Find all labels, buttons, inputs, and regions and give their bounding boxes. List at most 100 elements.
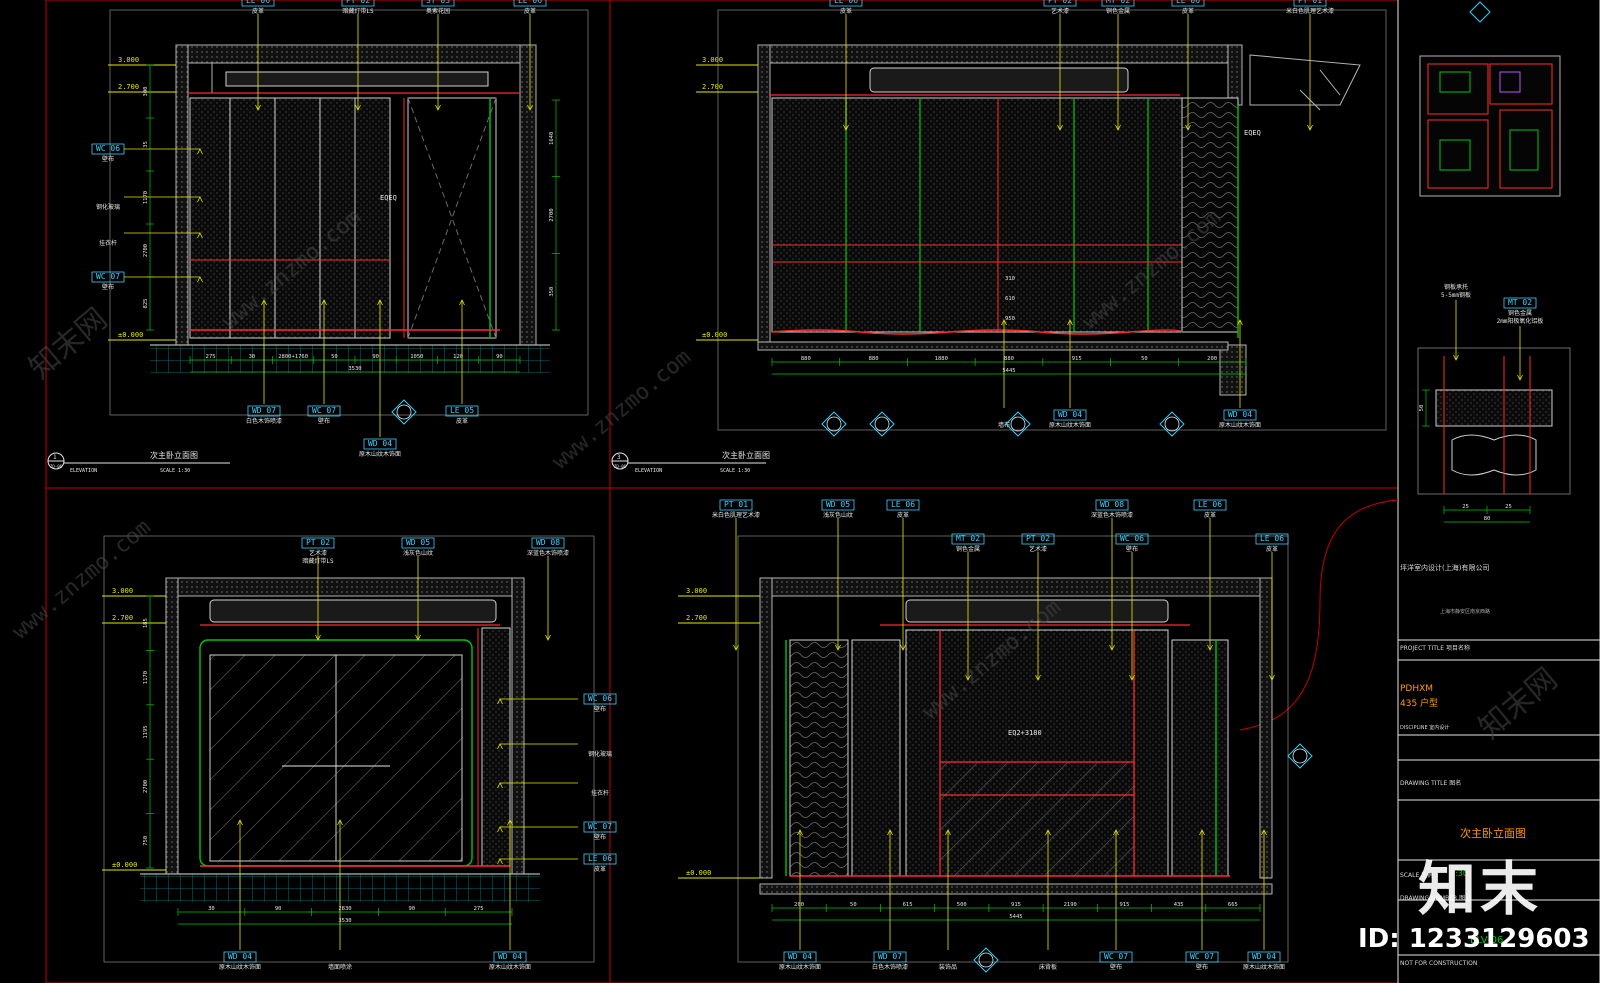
dim-value: 1880 [935,356,948,362]
material-tag-desc: 深蓝色木饰喷漆 [1091,511,1133,519]
dim-value: 435 [1174,902,1184,908]
material-tag-desc: 皮革 [1266,545,1278,553]
dim-value: 90 [275,906,282,912]
status-text: NOT FOR CONSTRUCTION [1400,960,1478,967]
dim-value: 610 [1005,296,1015,302]
section-callout-circle [1164,416,1180,432]
material-tag-box [1223,409,1257,421]
dim-value: 50 [1141,356,1148,362]
drawing-title-label-cn: 图名 [1449,780,1462,787]
level-top: 3.000 [686,587,707,595]
material-tag-code: PT 01 [724,500,748,509]
material-tag-code: WC 07 [1190,952,1214,961]
material-tag-box [341,0,375,7]
watermark-cn-2: 知末网 [1473,661,1564,746]
material-tag-desc: 铜色金属 [956,545,980,553]
material-tag-desc: 皮革 [524,7,536,15]
material-tag-code: WD 05 [406,538,430,547]
dim-value: 915 [1072,356,1082,362]
dim-value: 1170 [143,191,149,204]
material-tag-code: LE 06 [834,0,858,5]
label-ref: ID-06 [614,464,627,469]
dim-total: 5445 [1009,914,1022,920]
section-callout [821,411,847,437]
material-tag-desc: 米白色肌理艺术漆 [712,511,760,519]
material-tag-code: ST 03 [426,0,450,5]
material-tag-code: WC 07 [588,822,612,831]
dim-value: 880 [1004,356,1014,362]
project-label: PROJECT TITLE [1400,645,1445,652]
leader-arrow [1185,124,1191,131]
material-tag-desc: 皮革 [1182,7,1194,15]
material-tag-code: WC 07 [1104,952,1128,961]
leader-arrow [197,148,203,155]
label-title: 次主卧立面图 [150,450,198,460]
material-tag-desc: 钢化玻璃 [588,750,612,758]
leader-arrow [1269,674,1275,681]
material-tag-desc: 壁布 [594,705,606,713]
dim-value: 50 [850,902,857,908]
material-tag-desc: 皮革 [1204,511,1216,519]
material-tag-desc: 壁布 [594,833,606,841]
leader-arrow [797,829,803,836]
leader-arrow [1057,124,1063,131]
leader-arrow [497,858,503,865]
material-tag-desc: 墙面喷涂 [328,963,352,971]
level-ceiling: 2.700 [702,83,723,91]
material-tag-code: WD 04 [498,952,522,961]
level-ceiling: 2.700 [112,614,133,622]
ceiling-slab [175,44,537,64]
leader-arrow [733,644,739,651]
dim-value: 2700 [143,244,149,257]
level-floor: ±0.000 [702,331,727,339]
material-tag-code: PT 02 [306,538,330,547]
leader-arrow [1199,829,1205,836]
material-tag-code: WD 04 [1058,410,1082,419]
leader-arrow [1067,319,1073,326]
material-tag-desc: 墙布 [998,421,1010,429]
material-tag-box [583,853,617,865]
dim-value: 1195 [143,725,149,738]
level-floor: ±0.000 [686,869,711,877]
material-tag-desc: 壁布 [318,417,330,425]
leader-arrow [843,124,849,131]
material-tag-code: WD 04 [1252,952,1276,961]
dim-value: 915 [1011,902,1021,908]
dim-value: 915 [1119,902,1129,908]
material-tag-box [401,537,435,549]
leader-arrow [1035,674,1041,681]
material-tag-desc: 壁布 [102,155,114,163]
leader-arrow [415,634,421,641]
level-ceiling: 2.700 [118,83,139,91]
dim-value: 275 [474,906,484,912]
material-tag-box [873,951,907,963]
leader-arrow [900,644,906,651]
tags-bottom: WD 04原木山纹木饰面WD 07白色木饰喷漆装饰品床背板WC 07壁布WC 0… [779,743,1313,973]
leader-arrow [965,674,971,681]
material-tag-sub: 2mm阳极氧化铝板 [1497,317,1544,325]
dim-value: 310 [1005,276,1015,282]
material-tag-box [1043,0,1077,7]
material-tag-code: WC 07 [312,406,336,415]
material-tag-code: PT 02 [1048,0,1072,5]
material-tag-box [513,0,547,7]
watermark-logo: 知末 [1418,855,1543,923]
watermark-cn-1: 知末网 [23,301,114,386]
elevation-1: 3.000 2.700 ±0.000 EQEQ 3003511702700825… [91,0,589,458]
leader-arrow [497,743,503,750]
material-tag-desc: 皮革 [456,417,468,425]
dim-value: 2190 [1064,902,1077,908]
company-name: 坪洋室内设计(上海)有限公司 [1400,564,1490,572]
dim-value: 90 [496,354,503,360]
material-tag-desc: 奥索花园 [426,7,450,15]
drawing-number: ELV-06 [1470,935,1504,946]
material-tag-desc: 深蓝色木饰喷漆 [527,549,569,557]
